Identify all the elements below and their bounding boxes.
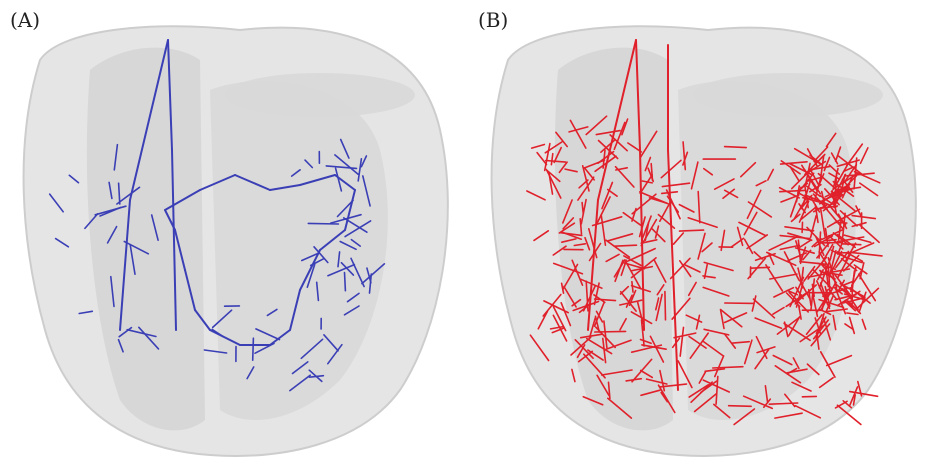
heart-model-a <box>0 0 468 468</box>
fiber-segment <box>632 282 633 292</box>
fiber-segment <box>729 406 752 407</box>
heart-shell <box>24 26 448 456</box>
fiber-segment <box>345 273 346 291</box>
panel-a: (A) <box>0 0 468 468</box>
fiber-segment <box>665 292 666 320</box>
fiber-segment <box>308 223 338 224</box>
fiber-segment <box>595 331 626 332</box>
heart-model-b <box>468 0 936 468</box>
fiber-segment <box>614 245 636 246</box>
panel-label-b: (B) <box>478 8 508 32</box>
fiber-segment <box>751 267 770 268</box>
fiber-segment <box>725 147 747 148</box>
fiber-segment <box>680 230 704 231</box>
fiber-segment <box>253 338 254 360</box>
panel-label-a: (A) <box>10 8 40 32</box>
panel-b: (B) <box>468 0 936 468</box>
